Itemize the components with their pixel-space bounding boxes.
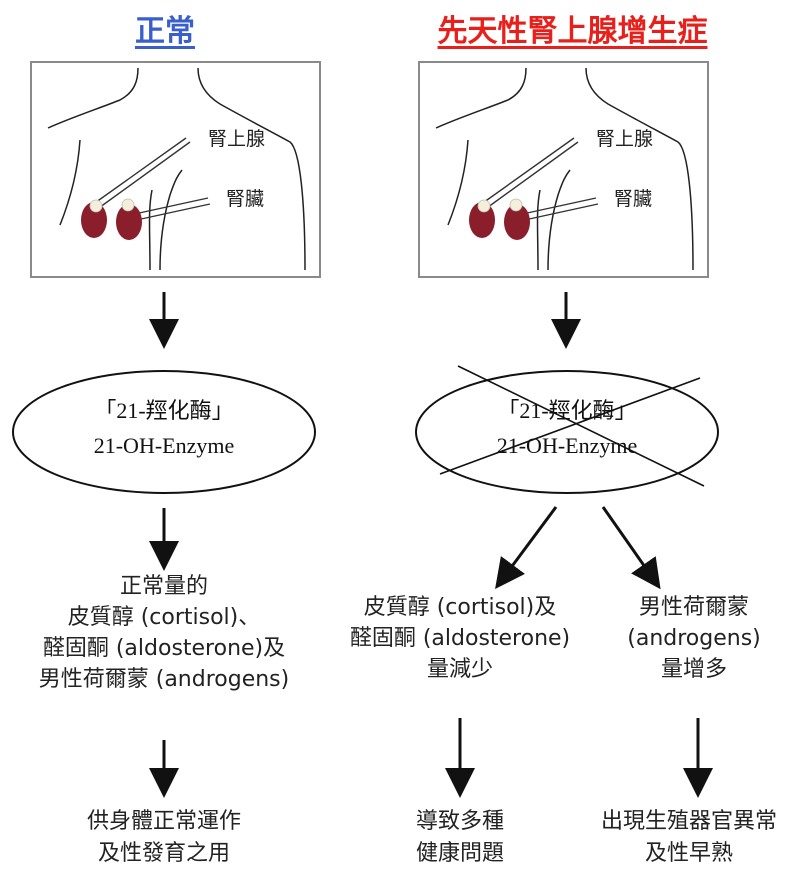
right-body-outline [435, 67, 694, 271]
left-kidney-label: 腎臟 [226, 188, 265, 210]
right-outcome-left-line-1: 導致多種 [415, 809, 504, 834]
left-outcome-line-2: 及性發育之用 [97, 841, 230, 866]
left-enzyme-zh: 「21-羥化酶」 [94, 398, 234, 423]
right-kidneys [469, 198, 530, 240]
arrow-right-branch-right [601, 506, 661, 590]
left-kidneys [81, 198, 142, 240]
right-branch-right-line-1: 男性荷爾蒙 [638, 595, 749, 620]
left-pointer-lines [91, 137, 211, 222]
right-branch-right-line-2: (androgens) [627, 626, 761, 651]
left-result-line-1: 正常量的 [119, 574, 208, 599]
left-result-line-3: 醛固酮 (aldosterone)及 [42, 636, 286, 661]
left-result-line-4: 男性荷爾蒙 (androgens) [38, 667, 290, 692]
left-enzyme-ellipse [12, 370, 316, 494]
right-branch-left-line-2: 醛固酮 (aldosterone) [349, 626, 571, 651]
right-branch-left-line-3: 量減少 [426, 657, 493, 682]
right-kidney-label: 腎臟 [614, 188, 653, 210]
right-enzyme-zh: 「21-羥化酶」 [497, 398, 637, 423]
right-anatomy-panel [418, 61, 709, 278]
left-adrenal-label: 腎上腺 [208, 128, 266, 150]
left-result-line-2: 皮質醇 (cortisol)、 [67, 605, 261, 630]
left-anatomy-panel [30, 61, 321, 278]
right-enzyme-en: 21-OH-Enzyme [496, 433, 638, 458]
right-adrenal-label: 腎上腺 [596, 128, 654, 150]
right-outcome-right-line-2: 及性早熟 [644, 841, 733, 866]
right-enzyme-cross [439, 365, 705, 487]
right-pointer-lines [479, 137, 599, 222]
left-enzyme-en: 21-OH-Enzyme [93, 433, 235, 458]
right-title: 先天性腎上腺增生症 [437, 14, 708, 49]
left-outcome-line-1: 供身體正常運作 [86, 809, 241, 834]
right-branch-left-line-1: 皮質醇 (cortisol)及 [363, 595, 557, 620]
right-enzyme-ellipse [415, 370, 719, 494]
right-branch-right-line-3: 量增多 [660, 657, 727, 682]
left-body-outline [47, 67, 306, 271]
right-outcome-left-line-2: 健康問題 [415, 841, 504, 866]
arrow-right-branch-left [495, 506, 558, 590]
left-title: 正常 [135, 14, 195, 49]
right-outcome-right-line-1: 出現生殖器官異常 [600, 809, 777, 834]
